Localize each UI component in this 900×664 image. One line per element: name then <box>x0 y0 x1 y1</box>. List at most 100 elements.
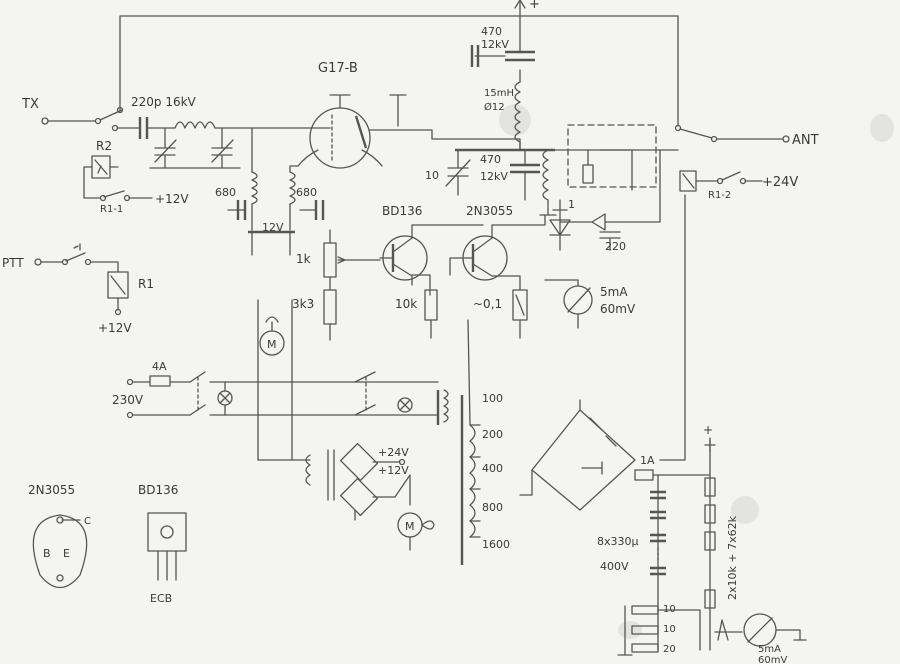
fuse-4a <box>149 375 171 387</box>
label-bleeder: 2x10k + 7x62k <box>726 515 739 600</box>
relay-r1-1-contact <box>103 190 125 198</box>
ptt-terminal <box>34 258 42 266</box>
label-c-input: 220p 16kV <box>131 95 197 109</box>
label-tap-1600: 1600 <box>482 538 510 551</box>
pinout-2n3055-case <box>32 514 88 589</box>
label-pin-bd136: BD136 <box>138 483 178 497</box>
label-meter-5ma-a: 5mA <box>600 285 628 299</box>
label-fuse-4a: 4A <box>152 360 167 373</box>
label-plus12-b: +12V <box>98 321 132 335</box>
label-ptt: PTT <box>2 256 24 270</box>
filter-capacitors <box>650 490 666 576</box>
label-rfc: 15mH <box>484 88 514 99</box>
hv-secondary <box>469 424 476 538</box>
top-bypass-wire <box>119 15 679 127</box>
label-c1: 1 <box>568 198 575 211</box>
label-meter-60mv-b: 60mV <box>758 655 787 664</box>
label-r3k3: 3k3 <box>292 297 314 311</box>
label-tap-200: 200 <box>482 428 503 441</box>
label-motor-2: M <box>405 520 415 533</box>
label-r1-2: R1-2 <box>708 190 731 201</box>
label-r10-a: 10 <box>663 604 676 615</box>
tx-terminal <box>41 117 49 125</box>
label-meter-60mv-a: 60mV <box>600 302 636 316</box>
label-tx: TX <box>21 97 39 112</box>
cap-680-right <box>314 200 325 220</box>
tube-anode <box>354 115 368 149</box>
paper-smudges <box>499 104 894 639</box>
pilot-lamp-2 <box>397 397 413 413</box>
bridge-rectifier <box>531 409 636 511</box>
label-pin-b: B <box>43 547 51 560</box>
tuning-capacitor-1 <box>154 127 177 169</box>
label-pin-ecb: ECB <box>150 592 172 605</box>
input-coil <box>174 121 216 129</box>
cap-680-left <box>236 200 247 220</box>
label-mains-230: 230V <box>112 393 144 407</box>
label-meter-5ma-b: 5mA <box>758 644 781 655</box>
cap-470-top <box>505 50 535 62</box>
label-motor-1: M <box>267 338 277 351</box>
aux-transformer <box>305 449 335 501</box>
label-caps-8x: 8x330µ <box>597 535 639 548</box>
hv-switch <box>354 371 376 416</box>
bridge-12v <box>339 477 379 517</box>
pinout-bd136-case <box>147 512 187 552</box>
label-fuse-1a: 1A <box>640 454 655 467</box>
label-r1-1: R1-1 <box>100 204 123 215</box>
label-c470-top-a: 470 <box>481 25 502 38</box>
label-top-plus: + <box>529 0 540 12</box>
label-r2: R2 <box>96 139 112 153</box>
label-caps-400v: 400V <box>600 560 629 573</box>
label-tap-400: 400 <box>482 462 503 475</box>
label-pin-2n3055: 2N3055 <box>28 483 75 497</box>
label-r10-b: 10 <box>663 624 676 635</box>
label-tap-800: 800 <box>482 501 503 514</box>
rf-choke-15mh <box>514 81 521 151</box>
label-bd136-top: BD136 <box>382 204 422 218</box>
label-r1: R1 <box>138 277 154 291</box>
component-labels: TX 220p 16kV G17-B + 470 12kV 15mH Ø12 1… <box>2 0 819 664</box>
tank-coil <box>542 149 549 216</box>
label-ant: ANT <box>792 133 819 148</box>
label-c470-mid-a: 470 <box>480 153 501 166</box>
relay-box <box>567 124 657 188</box>
label-c220: 220 <box>605 240 626 253</box>
label-r20: 20 <box>663 644 676 655</box>
resistor-10k <box>424 289 438 321</box>
fuse-1a <box>634 469 654 481</box>
rf-section <box>41 0 790 341</box>
label-c680-right: 680 <box>296 186 317 199</box>
label-pot-1k: 1k <box>296 252 311 266</box>
label-c10: 10 <box>425 169 439 182</box>
label-hv-plus: + <box>703 423 713 437</box>
label-tap-100: 100 <box>482 392 503 405</box>
label-plus12-a: +12V <box>155 192 189 206</box>
bridge-24v <box>339 442 379 482</box>
power-supply <box>126 194 807 656</box>
label-pin-c: C <box>84 516 91 527</box>
label-c680-left: 680 <box>215 186 236 199</box>
mains-transformer-primary <box>443 389 449 423</box>
bleeder-resistors <box>704 477 716 609</box>
pot-1k <box>323 242 337 278</box>
label-out-12: +12V <box>378 464 409 477</box>
resistor-3k3 <box>323 289 337 325</box>
label-pin-e: E <box>63 547 70 560</box>
ptt-switch <box>65 252 86 262</box>
tune-capacitor-10 <box>445 149 471 196</box>
label-fil-12v: 12V <box>262 221 284 234</box>
label-tube: G17-B <box>318 61 358 76</box>
ptt-section <box>34 243 129 316</box>
tube-g17-b <box>309 107 371 169</box>
label-rfc-dia: Ø12 <box>484 101 505 113</box>
label-r10k: 10k <box>395 297 417 311</box>
label-plus24: +24V <box>762 175 798 190</box>
label-out-24: +24V <box>378 446 409 459</box>
label-2n3055-top: 2N3055 <box>466 204 513 218</box>
pinouts <box>32 512 187 589</box>
label-r01: ~0,1 <box>473 297 502 311</box>
cap-470-mid <box>510 163 540 174</box>
label-c470-top-b: 12kV <box>481 38 509 51</box>
